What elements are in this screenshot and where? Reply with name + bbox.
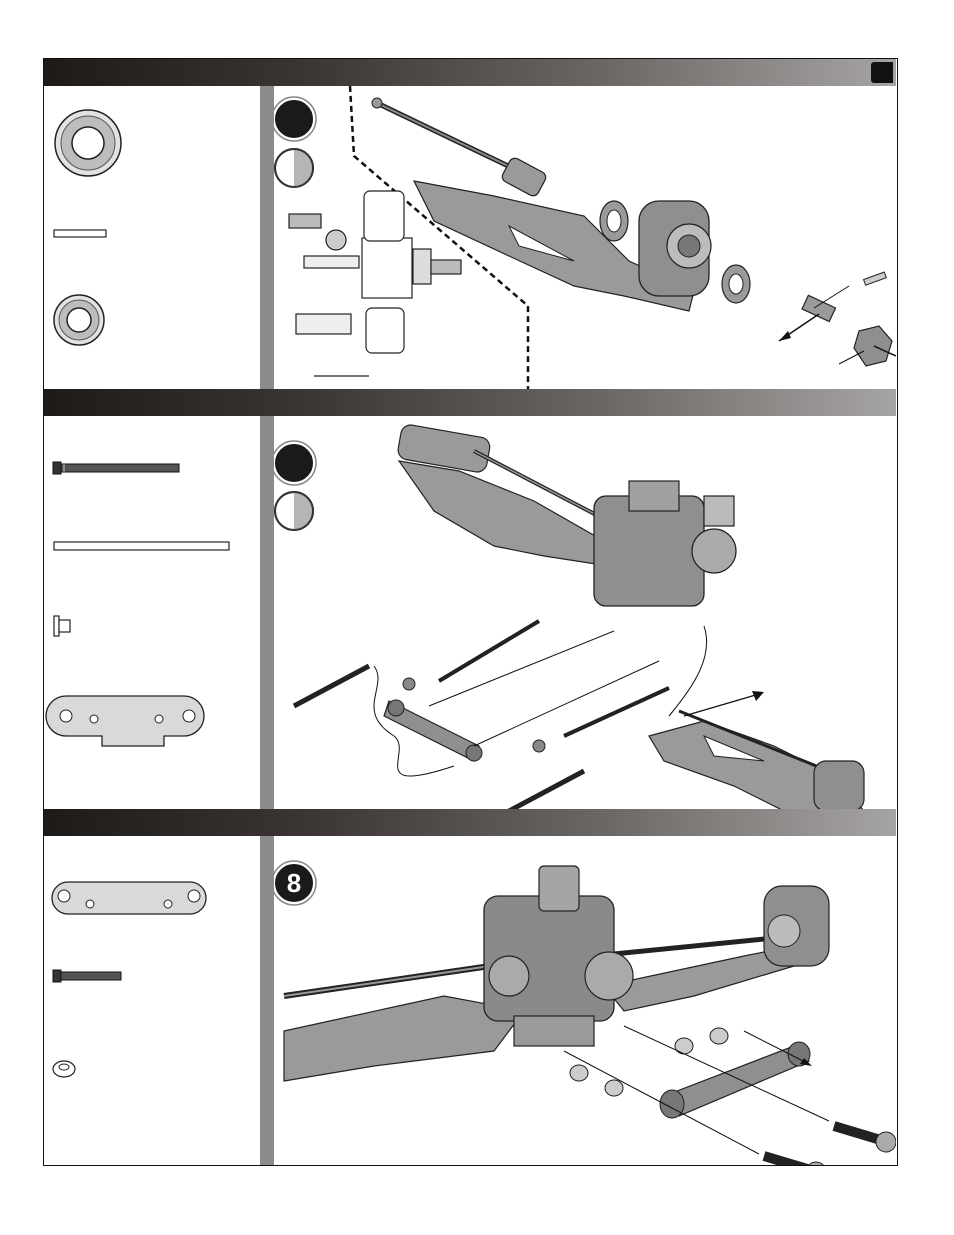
wheel-nut	[854, 326, 892, 366]
hub-carrier	[639, 201, 711, 296]
flanged-bushing-icon	[54, 616, 70, 636]
drive-shaft	[372, 98, 548, 198]
section-2-illustration	[274, 416, 896, 809]
upper-suspension-arm	[399, 461, 609, 566]
screw-2	[764, 1156, 826, 1165]
section-2-header-bar	[44, 389, 896, 416]
section-2-divider	[260, 416, 274, 809]
hinge-pin-2	[564, 688, 669, 736]
section-3-parts-panel	[44, 836, 260, 1165]
step-badge-filled	[274, 97, 316, 141]
spacer-1	[675, 1038, 693, 1054]
pin-icon	[54, 230, 106, 237]
suspension-brace-icon	[46, 696, 204, 746]
wheel-axle	[802, 295, 836, 321]
spacer-3	[570, 1065, 588, 1081]
rear-gearbox	[484, 866, 633, 1046]
long-screw-icon	[53, 462, 179, 474]
section-1-header-bar	[44, 59, 896, 86]
spacer-icon	[53, 1061, 75, 1077]
hinge-pin-1	[439, 621, 539, 681]
page-tab	[871, 62, 893, 83]
svg-text:8: 8	[287, 868, 301, 898]
step-badge-8: 8	[274, 861, 316, 905]
step-badge-half	[275, 149, 313, 187]
section-3-header-bar	[44, 809, 896, 836]
section-1-parts-panel	[44, 86, 260, 389]
section-1-illustration	[274, 86, 896, 389]
long-screw-2	[509, 771, 584, 809]
brace-plate	[664, 1046, 809, 1116]
section-2-parts-panel	[44, 416, 260, 809]
section-1-divider	[260, 86, 274, 389]
spacer-2	[710, 1028, 728, 1044]
large-bearing-icon	[55, 110, 121, 176]
long-screw-1	[294, 666, 369, 706]
section-3-divider	[260, 836, 274, 1165]
step-badge-half-2	[275, 492, 313, 530]
step-badge-filled-2	[274, 441, 316, 485]
screw-1	[834, 1126, 896, 1152]
hinge-pin-icon	[54, 542, 229, 550]
brace-plate-icon	[52, 882, 206, 914]
small-bearing-icon	[54, 295, 104, 345]
screw-icon	[53, 970, 121, 982]
section-3-illustration: 8	[274, 836, 896, 1165]
differential-gearbox	[594, 481, 736, 606]
spacer-4	[605, 1080, 623, 1096]
rear-hub	[764, 886, 829, 966]
instruction-sheet: 8	[43, 58, 898, 1166]
